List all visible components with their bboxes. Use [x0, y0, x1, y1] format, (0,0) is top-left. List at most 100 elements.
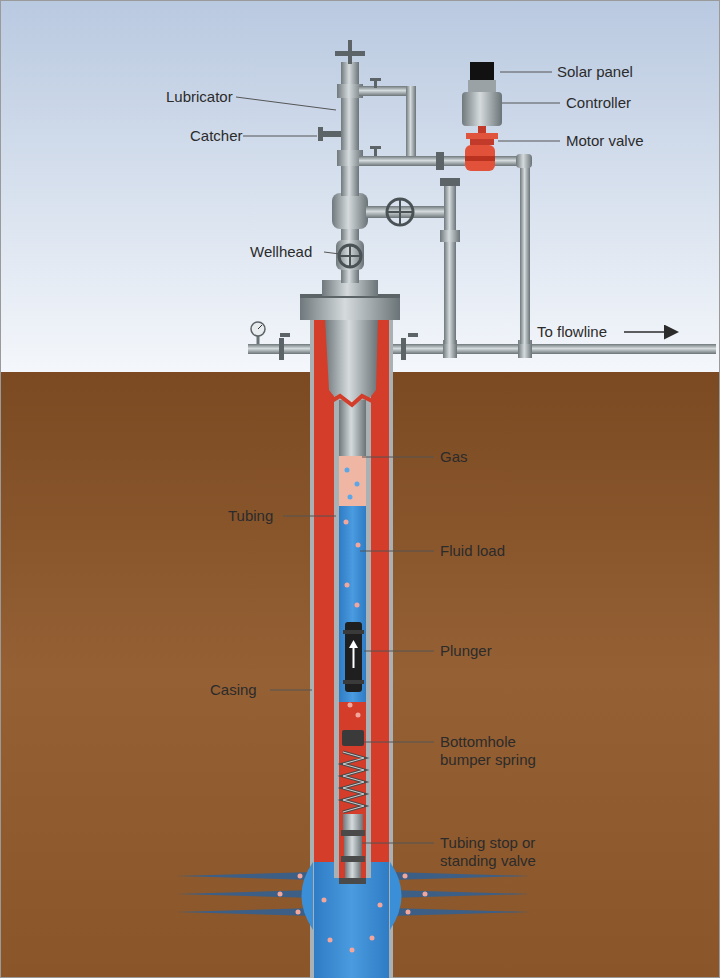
surface-flowline-part	[279, 338, 284, 360]
surface-flowline-part	[258, 325, 262, 329]
tubing-part	[339, 506, 366, 702]
callout-label: Wellhead	[250, 243, 312, 261]
perforations-part	[322, 898, 327, 903]
tubing-stop-part	[341, 856, 365, 862]
leader-lines-part	[362, 843, 434, 844]
motor-valve-assembly-part	[465, 156, 495, 161]
motor-valve-assembly-part	[465, 145, 495, 171]
leader-lines-part	[236, 97, 336, 110]
background-part	[0, 372, 720, 978]
surface-flowline-part	[280, 333, 290, 337]
wellhead-tree-part	[332, 193, 368, 229]
tubing-part	[339, 702, 366, 878]
tubing-part	[344, 520, 349, 525]
leader-lines-part	[364, 651, 434, 652]
surface-flowline-part	[251, 322, 265, 336]
perforations-part	[378, 903, 383, 908]
perforations-part	[296, 910, 301, 915]
wellhead-tree-part	[406, 86, 416, 162]
perforations-part	[298, 874, 303, 879]
callout-label: Gas	[440, 448, 468, 466]
tubing-part	[325, 318, 378, 400]
wellhead-tree-part	[440, 178, 460, 186]
tubing-part	[345, 468, 350, 473]
motor-valve-assembly-part	[478, 126, 486, 134]
wellhead-tree-part	[359, 156, 465, 166]
plunger-part	[349, 640, 358, 648]
leader-lines-part	[502, 103, 560, 104]
perforations-part	[390, 908, 530, 916]
plunger	[343, 622, 364, 692]
perforations-part	[176, 872, 313, 880]
surface-flowline-part	[408, 333, 418, 337]
leader-lines-part	[364, 742, 434, 743]
tubing-stop-part	[345, 862, 361, 880]
wellhead-tree-part	[336, 240, 364, 270]
wellhead-tree-part	[341, 62, 359, 196]
tubing-part	[339, 456, 366, 506]
casing-part	[313, 318, 390, 978]
tubing-part	[348, 703, 353, 708]
perforations-part	[302, 862, 314, 930]
perforations-part	[390, 872, 530, 880]
wellhead-tree-part	[520, 156, 530, 344]
bumper-spring	[342, 730, 364, 812]
callout-label: To flowline	[537, 323, 607, 341]
motor-valve-assembly	[462, 62, 502, 171]
wellhead-tree-part	[318, 127, 323, 141]
tubing-stop-part	[344, 836, 362, 856]
callout-label: Tubing stop or standing valve	[440, 834, 552, 870]
background-part	[0, 0, 720, 372]
bumper-spring-part	[343, 752, 364, 812]
tubing-part	[345, 583, 350, 588]
wellhead-tree-part	[374, 148, 377, 156]
tubing-part	[355, 482, 360, 487]
wellhead-tree-part	[322, 131, 341, 137]
perforations-part	[406, 910, 411, 915]
wellhead-tree-part	[436, 152, 444, 170]
wellhead-tree-part	[374, 80, 377, 88]
tubing-stop	[339, 814, 366, 884]
perforations-part	[176, 890, 313, 898]
tubing-stop-part	[339, 878, 366, 884]
wellhead-tree	[300, 40, 532, 344]
flowline-arrow	[624, 332, 676, 333]
leader-lines-part	[283, 516, 336, 517]
tubing-part	[356, 543, 361, 548]
perforations-part	[390, 890, 530, 898]
leader-lines-part	[360, 551, 434, 552]
wellhead-tree-part	[366, 206, 450, 218]
wellhead-tree-part	[300, 296, 400, 320]
leader-lines	[236, 72, 560, 843]
leader-lines-part	[270, 690, 312, 691]
bumper-spring-part	[343, 752, 364, 812]
casing	[310, 318, 393, 978]
leader-lines-part	[243, 136, 317, 137]
tubing-part	[355, 603, 360, 608]
wellhead-tree-part	[335, 51, 365, 56]
callout-label: Fluid load	[440, 542, 505, 560]
wellhead-tree-part	[399, 199, 401, 225]
callout-label: Solar panel	[557, 63, 633, 81]
callout-label: Tubing	[228, 507, 273, 525]
leader-lines-part	[362, 457, 434, 458]
perforations-part	[350, 948, 355, 953]
wellhead-tree-part	[339, 245, 361, 267]
wellhead-tree-part	[370, 146, 381, 149]
plunger-part	[343, 680, 364, 684]
tubing-part	[345, 468, 360, 500]
wellhead-tree-part	[440, 230, 460, 242]
motor-valve-assembly-part	[468, 80, 496, 92]
motor-valve-assembly-part	[470, 139, 494, 145]
wellhead-tree-part	[370, 78, 381, 81]
wellhead-tree-part	[349, 245, 351, 267]
tubing-stop-part	[343, 814, 363, 830]
plunger-part	[343, 630, 364, 634]
motor-valve-assembly-part	[466, 133, 498, 139]
wellhead-tree-part	[516, 154, 532, 168]
plunger-part	[353, 645, 355, 668]
leader-lines-part	[500, 72, 552, 73]
leader-lines-part	[498, 141, 560, 142]
